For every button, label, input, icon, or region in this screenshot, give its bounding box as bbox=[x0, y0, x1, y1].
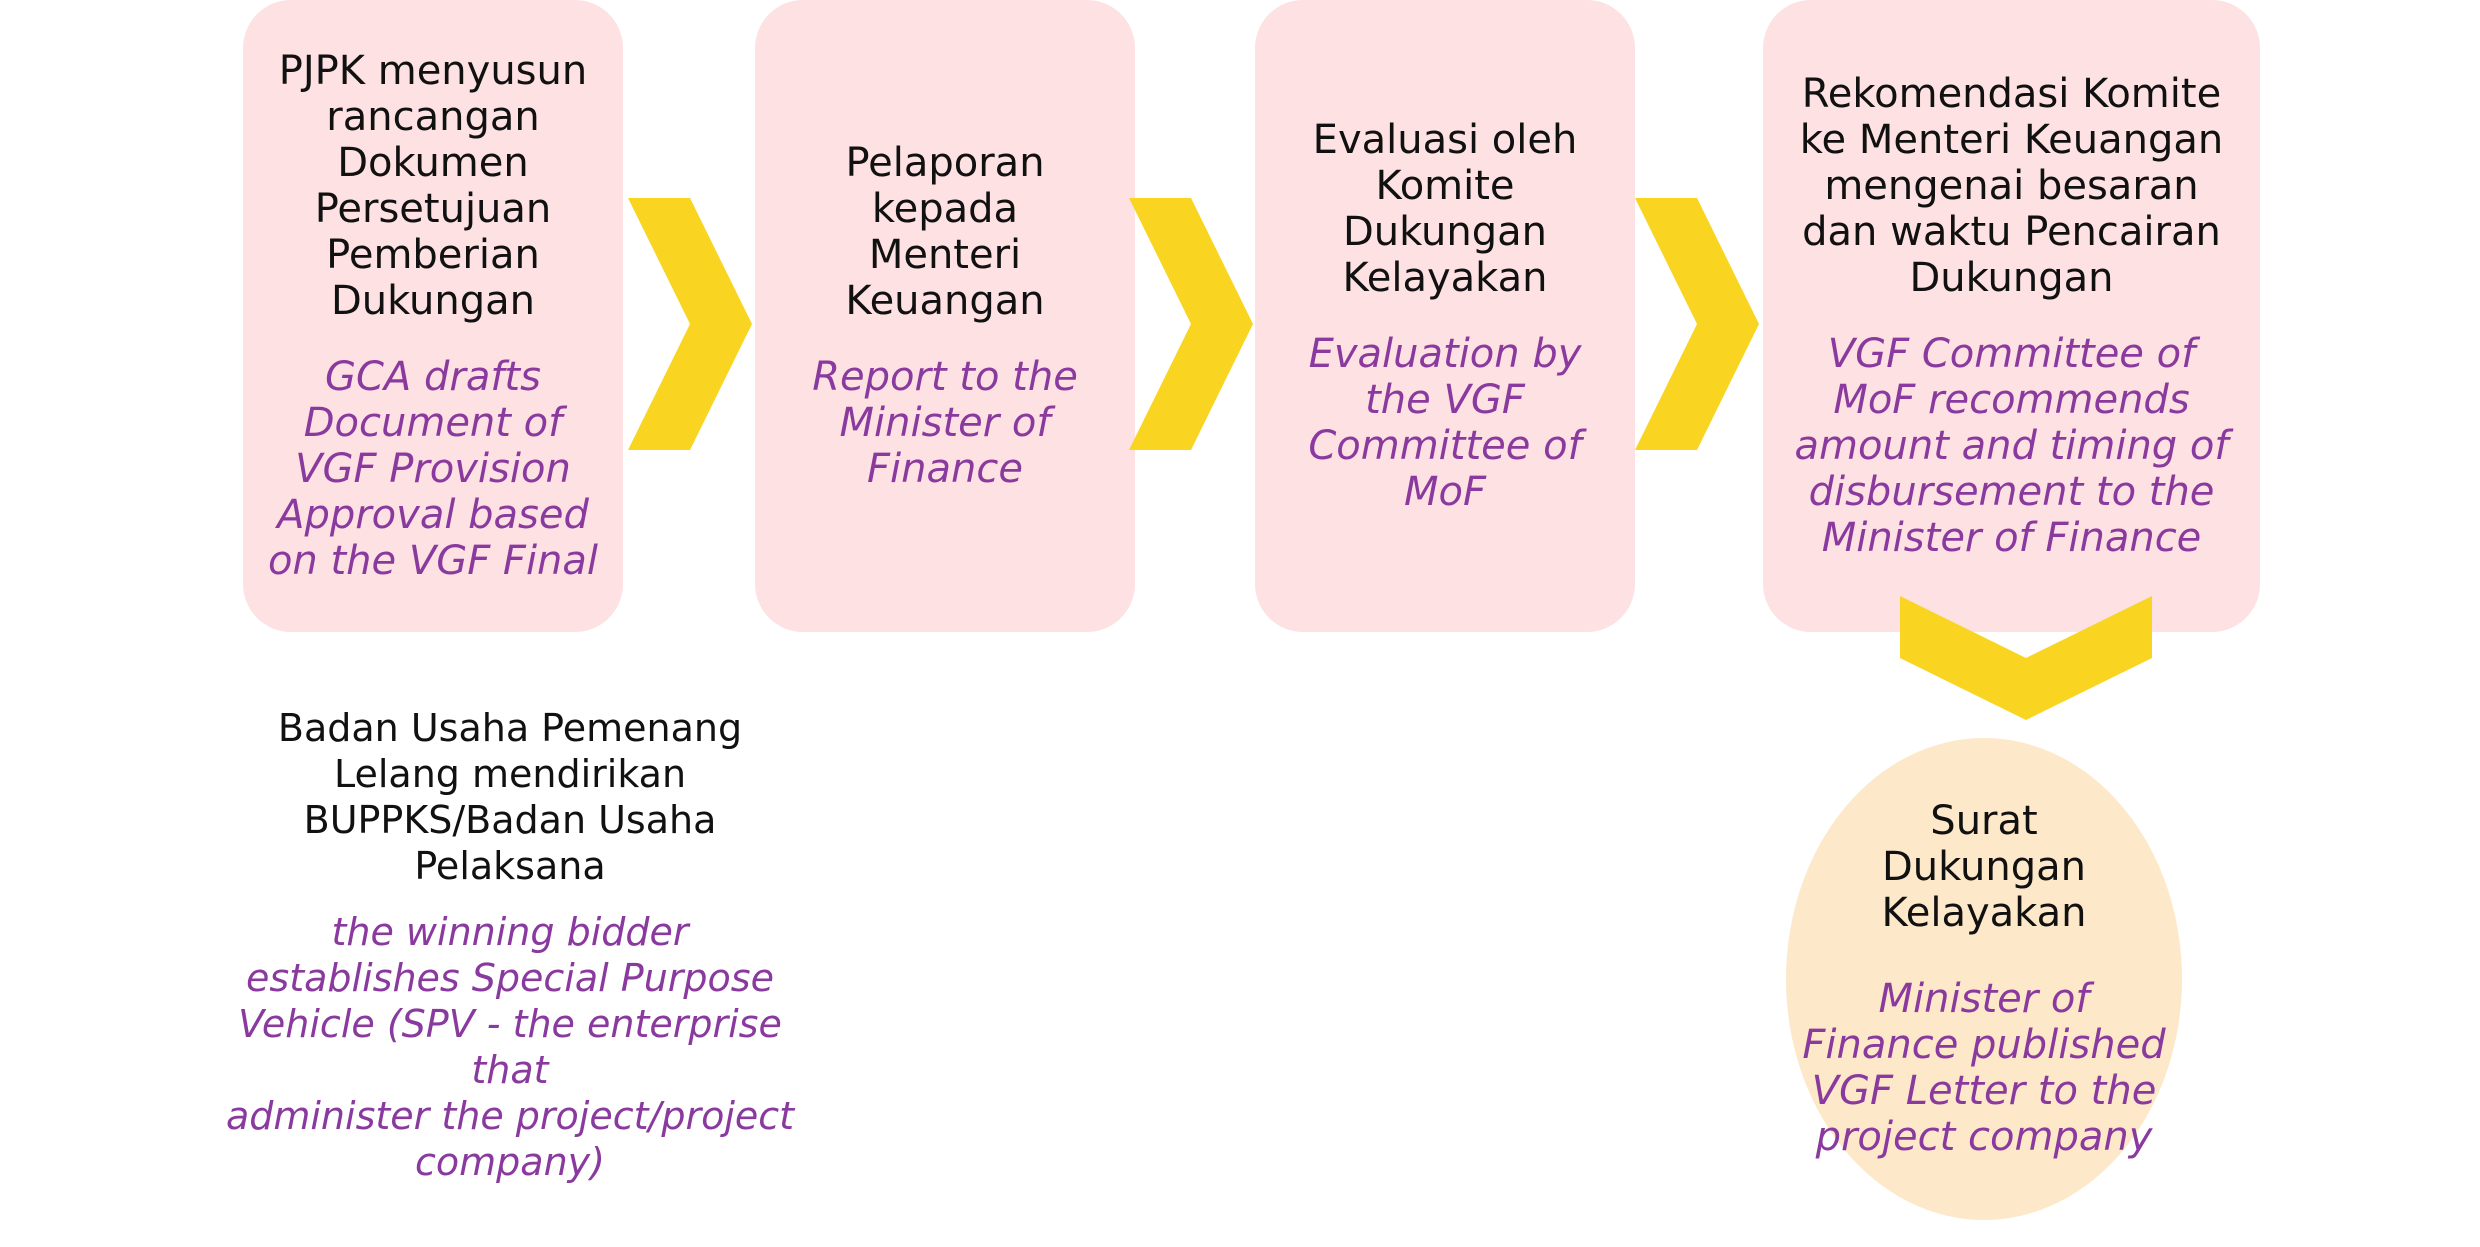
step-box-report-minister: Pelaporan kepada Menteri Keuangan Report… bbox=[755, 0, 1135, 632]
spv-note: Badan Usaha Pemenang Lelang mendirikan B… bbox=[215, 705, 805, 1185]
chevron-right-arrow bbox=[1635, 198, 1759, 450]
step-translation: Report to the Minister of Finance bbox=[812, 354, 1078, 492]
final-title: Surat Dukungan Kelayakan bbox=[1881, 798, 2087, 936]
final-translation: Minister of Finance published VGF Letter… bbox=[1802, 976, 2166, 1160]
note-title: Badan Usaha Pemenang Lelang mendirikan B… bbox=[277, 706, 743, 888]
step-title: Rekomendasi Komite ke Menteri Keuangan m… bbox=[1799, 71, 2224, 301]
note-translation: the winning bidder establishes Special P… bbox=[225, 910, 795, 1184]
step-box-committee-evaluation: Evaluasi oleh Komite Dukungan Kelayakan … bbox=[1255, 0, 1635, 632]
step-title: PJPK menyusun rancangan Dokumen Persetuj… bbox=[278, 48, 588, 324]
step-box-gca-drafts: PJPK menyusun rancangan Dokumen Persetuj… bbox=[243, 0, 623, 632]
chevron-right-arrow bbox=[1129, 198, 1253, 450]
step-title: Pelaporan kepada Menteri Keuangan bbox=[845, 140, 1045, 324]
step-translation: VGF Committee of MoF recommends amount a… bbox=[1794, 331, 2229, 561]
chevron-down-arrow bbox=[1900, 596, 2152, 720]
final-step-circle: Surat Dukungan Kelayakan Minister of Fin… bbox=[1786, 738, 2182, 1220]
step-title: Evaluasi oleh Komite Dukungan Kelayakan bbox=[1312, 117, 1578, 301]
step-translation: GCA drafts Document of VGF Provision App… bbox=[267, 354, 599, 584]
chevron-right-arrow bbox=[628, 198, 752, 450]
step-box-committee-recommendation: Rekomendasi Komite ke Menteri Keuangan m… bbox=[1763, 0, 2260, 632]
step-translation: Evaluation by the VGF Committee of MoF bbox=[1308, 331, 1582, 515]
